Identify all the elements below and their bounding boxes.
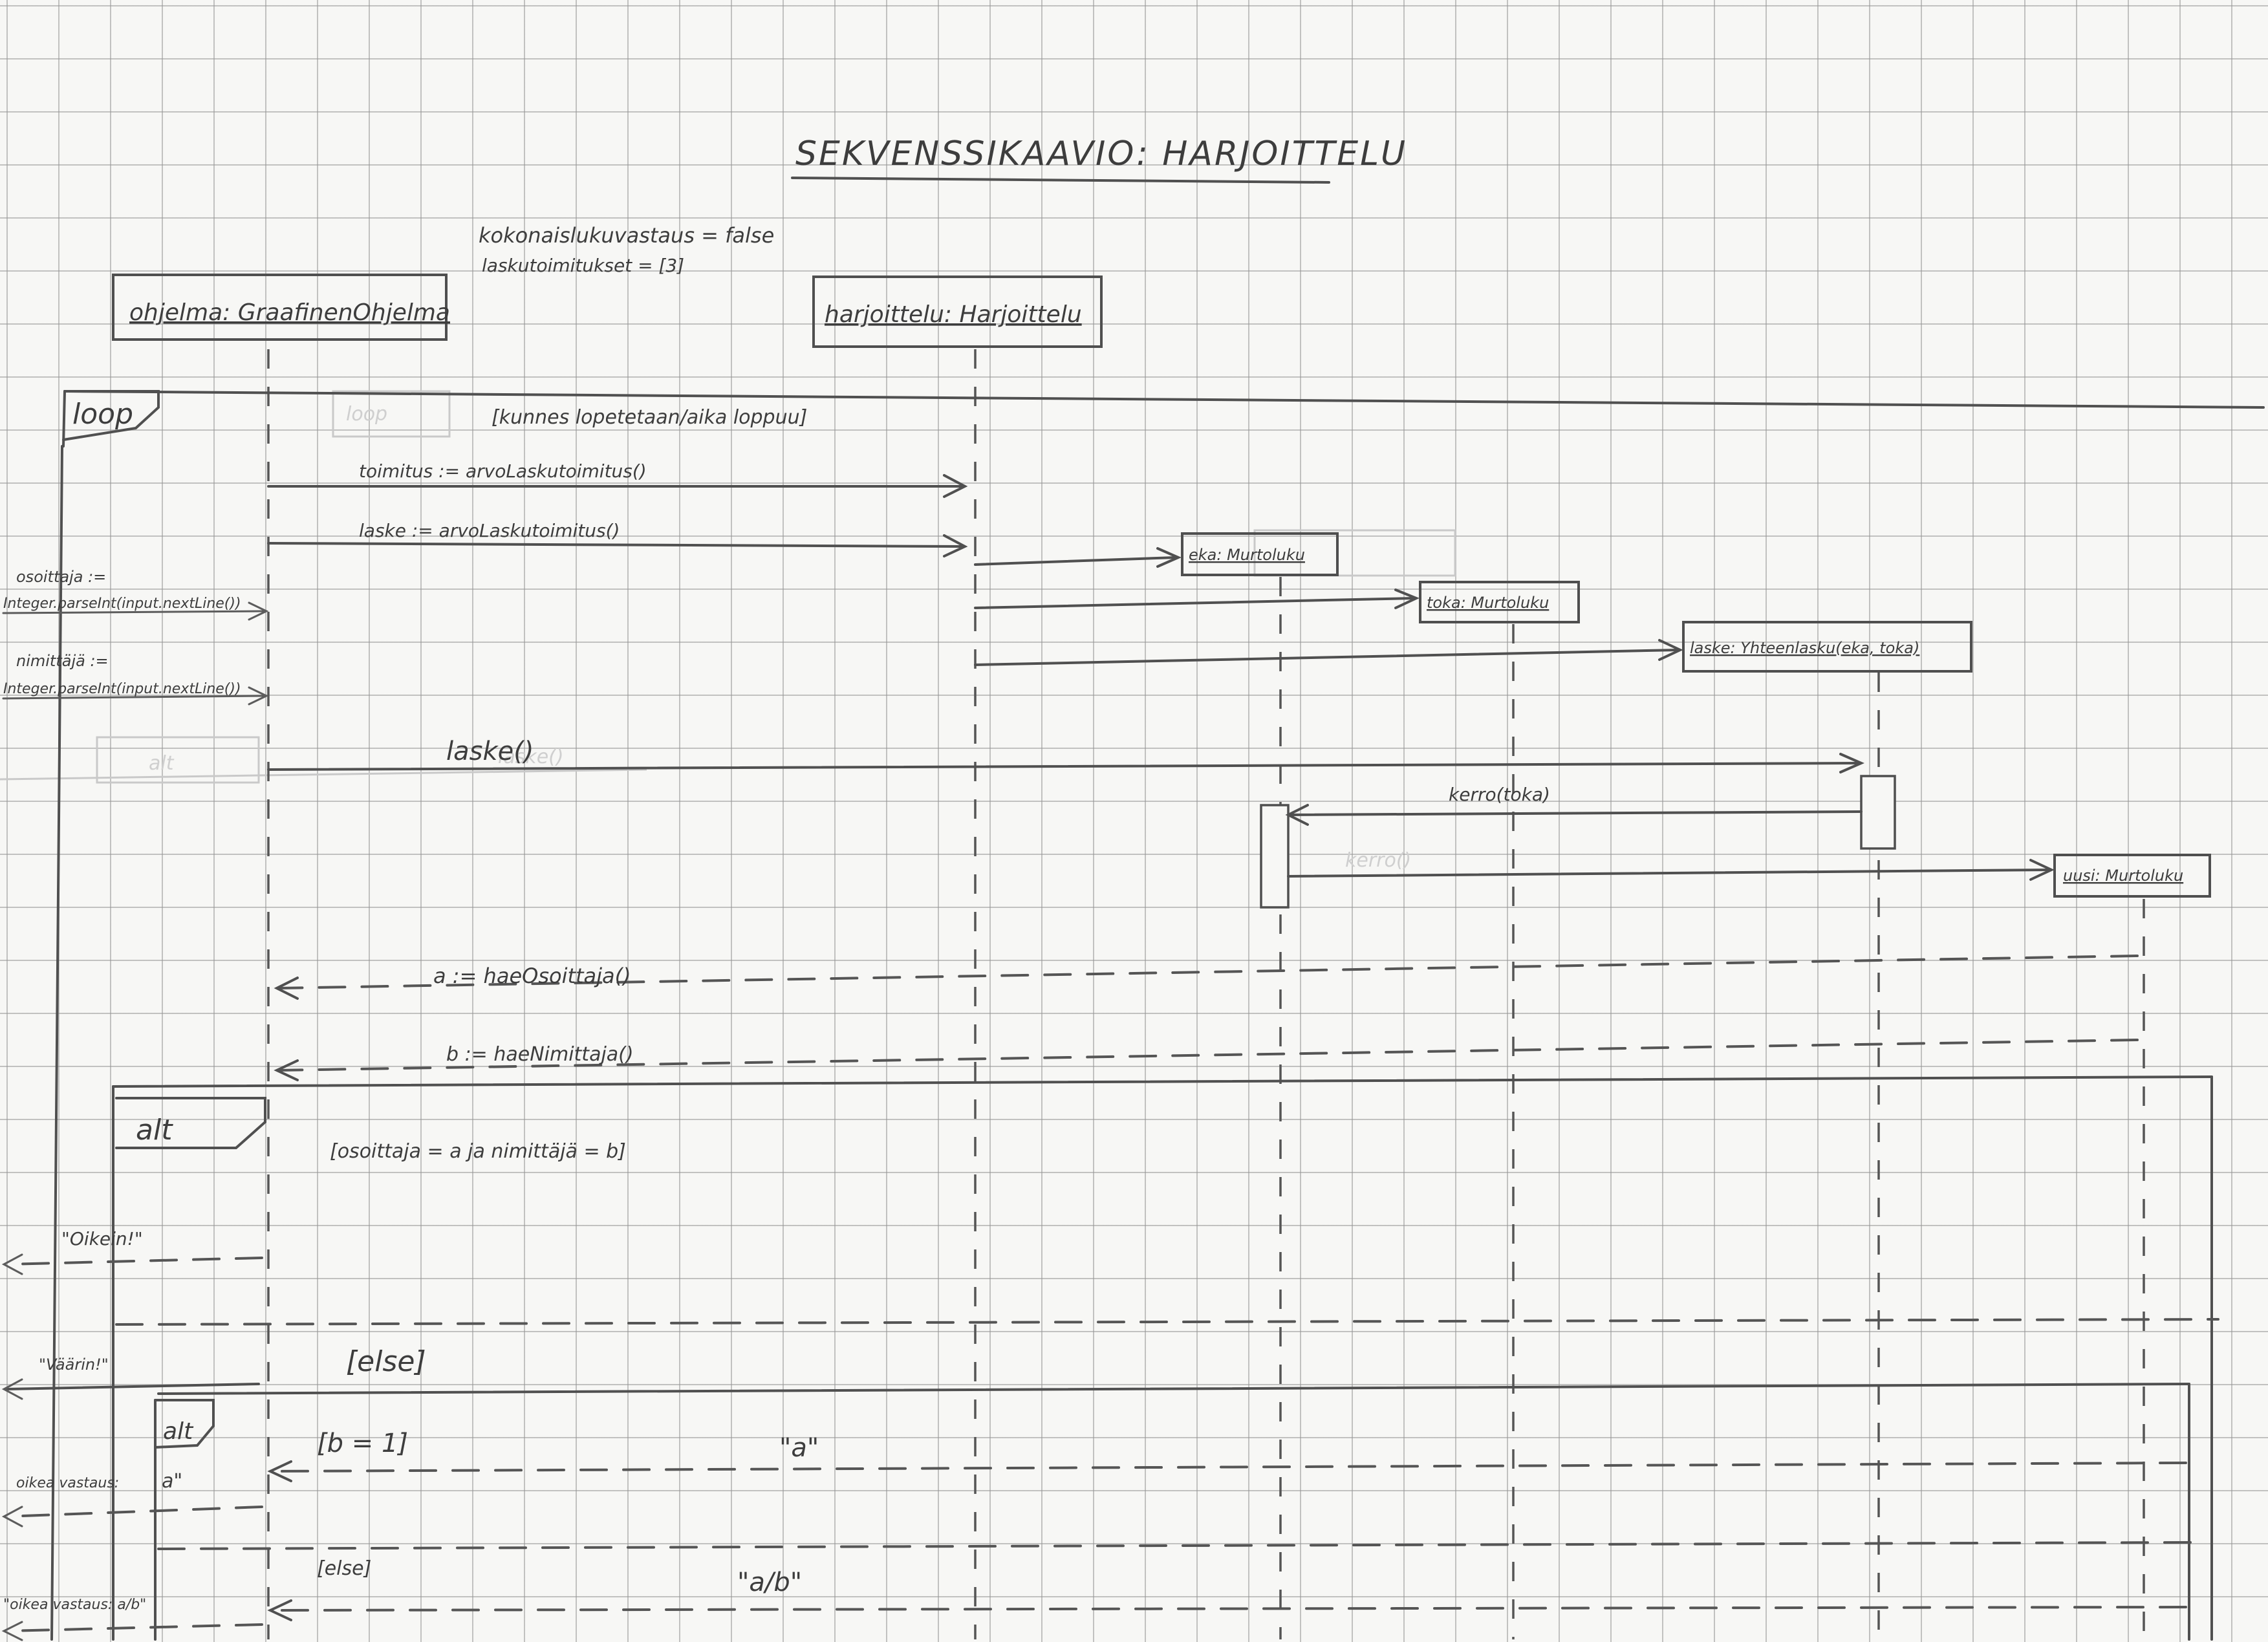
output-vastaus-a-line1: oikea vastaus: — [16, 1475, 119, 1491]
output-vastaus-ab-label: "oikea vastaus: a/b" — [3, 1597, 146, 1613]
participant-eka-label: eka: Murtoluku — [1189, 546, 1305, 564]
message-hae-osoittaja: a := haeOsoittaja() — [274, 955, 2139, 1000]
message-laske-call: laske() — [267, 737, 1864, 773]
alt-fragment-inner: alt [b = 1] [else] — [154, 1383, 2194, 1641]
message-hae-nimittaja: b := haeNimittaja() — [274, 1039, 2139, 1081]
note-nimittaja-line2: Integer.parseInt(input.nextLine()) — [3, 681, 241, 697]
activation-laske — [1860, 775, 1896, 850]
title-underline — [791, 177, 1330, 184]
message-create-uusi — [1287, 859, 2055, 881]
message-toimitus: toimitus := arvoLaskutoimitus() — [267, 460, 968, 498]
message-kerro-label: kerro(toka) — [1449, 784, 1550, 805]
activation-eka — [1260, 804, 1290, 909]
note-nimittaja-input: nimittäjä := Integer.parseInt(input.next… — [2, 652, 269, 706]
note-osoittaja-input: osoittaja := Integer.parseInt(input.next… — [2, 568, 269, 621]
message-return-a: "a" — [267, 1433, 2187, 1482]
message-return-ab-label: "a/b" — [737, 1568, 802, 1597]
output-vastaus-ab: "oikea vastaus: a/b" — [1, 1597, 263, 1641]
participant-laske-label: laske: Yhteenlasku(eka, toka) — [1690, 639, 1919, 657]
loop-guard: [kunnes lopetetaan/aika loppuu] — [491, 406, 807, 429]
alt-fragment-outer: alt [osoittaja = a ja nimittäjä = b] [el… — [112, 1075, 2219, 1641]
message-return-a-label: "a" — [779, 1433, 819, 1463]
output-oikein: "Oikein!" — [1, 1228, 263, 1275]
alt2-fragment-label: alt — [163, 1418, 194, 1445]
message-toimitus-label: toimitus := arvoLaskutoimitus() — [359, 460, 647, 482]
message-laske-arvo-label: laske := arvoLaskutoimitus() — [359, 520, 620, 541]
participant-toka: toka: Murtoluku — [1419, 581, 1580, 623]
message-hae-osoittaja-label: a := haeOsoittaja() — [433, 964, 631, 988]
message-return-ab: "a/b" — [267, 1568, 2187, 1621]
note-nimittaja-line1: nimittäjä := — [16, 652, 109, 670]
participant-ohjelma-label: ohjelma: GraafinenOhjelma — [129, 299, 450, 326]
output-vastaus-a-line2: a" — [162, 1470, 182, 1493]
output-vastaus-a: oikea vastaus: a" — [1, 1470, 263, 1528]
message-create-eka — [974, 547, 1182, 568]
participant-toka-label: toka: Murtoluku — [1427, 594, 1549, 612]
message-laske-arvo: laske := arvoLaskutoimitus() — [267, 520, 968, 557]
alt1-else-guard: [else] — [346, 1345, 426, 1378]
message-create-laske — [974, 639, 1683, 666]
participant-uusi-label: uusi: Murtoluku — [2063, 867, 2183, 885]
output-vaarin-label: "Väärin!" — [39, 1356, 109, 1374]
alt2-else-guard: [else] — [317, 1557, 371, 1580]
note-osoittaja-line1: osoittaja := — [16, 568, 106, 586]
message-hae-nimittaja-label: b := haeNimittaja() — [446, 1043, 634, 1066]
message-create-toka — [974, 589, 1420, 609]
note-osoittaja-line2: Integer.parseInt(input.nextLine()) — [3, 596, 241, 612]
participant-eka: eka: Murtoluku — [1181, 532, 1339, 576]
loop-fragment: loop [kunnes lopetetaan/aika loppuu] — [50, 390, 2265, 1641]
output-vaarin: "Väärin!" — [1, 1356, 260, 1400]
message-laske-call-label: laske() — [446, 737, 534, 766]
ghost-loop-text: loop — [346, 403, 387, 426]
participant-ohjelma: ohjelma: GraafinenOhjelma — [112, 274, 450, 341]
ghost-laske-text: laske() — [498, 746, 564, 768]
participant-harjoittelu: harjoittelu: Harjoittelu — [812, 275, 1103, 348]
participant-laske: laske: Yhteenlasku(eka, toka) — [1682, 621, 1972, 673]
state-note-line2: laskutoimitukset = [3] — [482, 255, 684, 276]
ghost-kerro-text: kerro() — [1345, 849, 1411, 872]
loop-fragment-label: loop — [72, 398, 133, 431]
diagram-title: SEKVENSSIKAAVIO: HARJOITTELU — [795, 135, 1407, 173]
output-oikein-label: "Oikein!" — [61, 1228, 143, 1249]
participant-uusi: uusi: Murtoluku — [2053, 854, 2211, 898]
participant-harjoittelu-label: harjoittelu: Harjoittelu — [825, 301, 1082, 328]
alt1-fragment-label: alt — [136, 1114, 173, 1147]
alt2-guard: [b = 1] — [317, 1429, 408, 1458]
state-note-line1: kokonaislukuvastaus = false — [479, 223, 774, 248]
ghost-alt-text: alt — [149, 752, 175, 775]
erased-sketch-traces: loop alt laske() kerro() — [0, 390, 1456, 872]
alt1-guard: [osoittaja = a ja nimittäjä = b] — [330, 1140, 626, 1163]
message-kerro: kerro(toka) — [1285, 784, 1863, 826]
